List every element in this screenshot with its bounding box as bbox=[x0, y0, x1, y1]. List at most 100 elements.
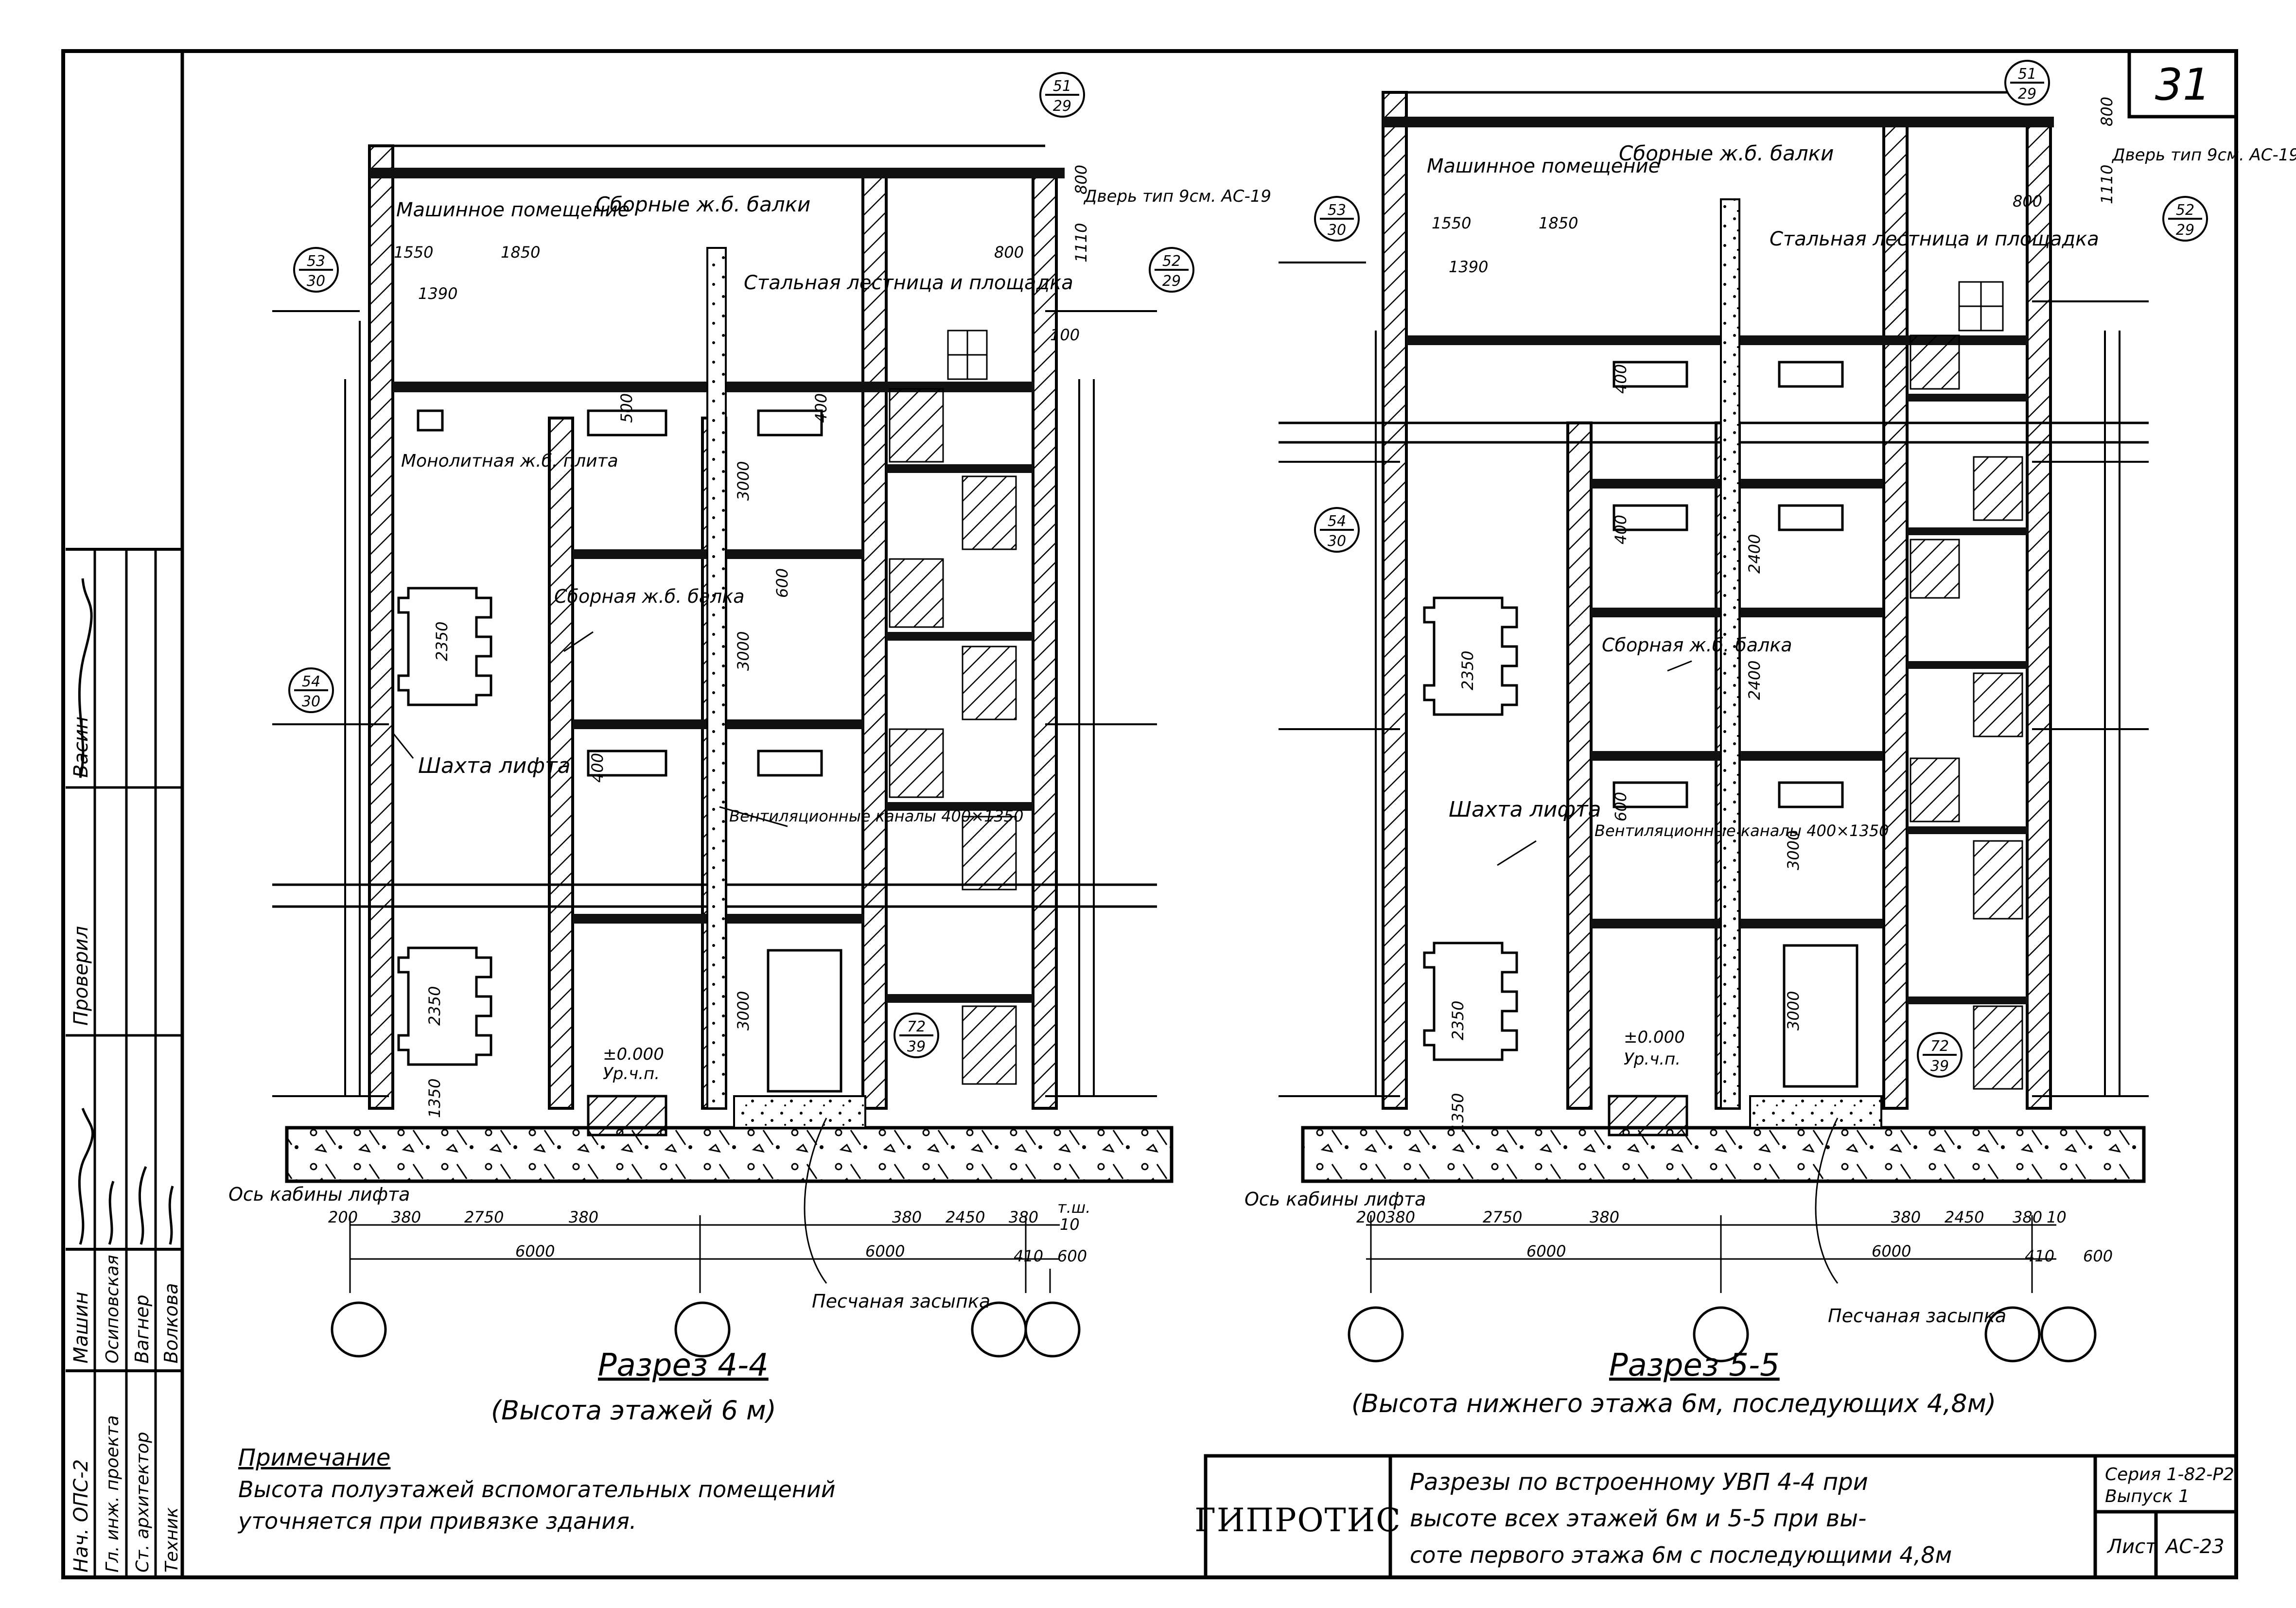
stair-flights bbox=[889, 330, 1017, 1085]
b-stair-slab-5 bbox=[1907, 996, 2029, 1004]
b-stair-flights bbox=[1910, 281, 2023, 1090]
dim-lines-bottom bbox=[349, 1215, 1060, 1293]
pit bbox=[587, 1095, 667, 1136]
b-level: ±0.000 bbox=[1624, 1028, 1685, 1047]
b-dim-lines-bottom bbox=[1366, 1215, 2056, 1293]
a-dim-2750: 2750 bbox=[464, 1208, 504, 1226]
wall-shaft-right bbox=[548, 417, 574, 1110]
b-vent-channel bbox=[1720, 198, 1740, 1109]
floor-slab-stair-2 bbox=[886, 632, 1033, 641]
a-dims: 1550 1850 1390 800 800 1110 100 3000 300… bbox=[328, 165, 1090, 1265]
b-dim-3000a: 3000 bbox=[1784, 831, 1803, 870]
b-dim-3000b: 3000 bbox=[1784, 991, 1803, 1031]
a-beams: Сборные ж.б. балки bbox=[596, 192, 810, 216]
organization-logo: ГИПРОТИС bbox=[1194, 1502, 1401, 1539]
stamp-name-1: Машин bbox=[70, 1292, 92, 1363]
title-line-3: соте первого этажа 6м с последующими 4,8… bbox=[1410, 1542, 1952, 1568]
a-dim-3000c: 3000 bbox=[734, 991, 753, 1031]
a-level: ±0.000 bbox=[603, 1045, 664, 1064]
a-dim-1390: 1390 bbox=[418, 284, 457, 303]
a-dim-2450: 2450 bbox=[946, 1208, 985, 1226]
ref-b-4b: 30 bbox=[1328, 533, 1346, 550]
ref-b-1: 51 bbox=[2018, 66, 2036, 83]
a-dim-10: 10 bbox=[1060, 1215, 1080, 1234]
a-door: Дверь тип 9см. АС-19 bbox=[1083, 187, 1271, 206]
b-dim-6000b: 6000 bbox=[1872, 1242, 1911, 1260]
stamp-role-3: Ст. архитектор bbox=[133, 1432, 153, 1573]
ref-a-4: 54 bbox=[302, 673, 320, 690]
a-dim-380a: 380 bbox=[391, 1208, 421, 1226]
stamp-name-3: Вагнер bbox=[131, 1294, 153, 1363]
b-foundation bbox=[1301, 1126, 2146, 1183]
b-dim-1850: 1850 bbox=[1539, 214, 1578, 232]
section-5-5 bbox=[1279, 60, 2208, 1363]
sheet-number: 31 bbox=[2155, 59, 2211, 110]
b-title: Разрез 5-5 bbox=[1609, 1347, 1780, 1383]
b-wall-stair-left bbox=[1882, 120, 1909, 1110]
b-wall-outer-right bbox=[2026, 120, 2052, 1110]
ref-a-5b: 39 bbox=[907, 1038, 926, 1055]
a-sand: Песчаная засыпка bbox=[812, 1291, 990, 1312]
foundation bbox=[285, 1126, 1174, 1183]
b-dim-380b: 380 bbox=[1590, 1208, 1619, 1226]
ref-a-1: 51 bbox=[1053, 78, 1071, 95]
leaders bbox=[393, 631, 827, 1284]
b-axis-markers bbox=[1348, 1306, 2097, 1363]
b-dim-2400b: 2400 bbox=[1745, 661, 1764, 700]
a-dim-1550: 1550 bbox=[394, 243, 433, 262]
stamp-role-2: Гл. инж. проекта bbox=[103, 1415, 123, 1573]
a-precast: Сборная ж.б. балка bbox=[554, 586, 745, 607]
b-dim-1350: 1350 bbox=[1449, 1093, 1467, 1133]
b-ref-bubbles bbox=[1314, 60, 2208, 1078]
b-dim-400a: 400 bbox=[1612, 364, 1630, 394]
ref-b-2: 53 bbox=[1328, 202, 1346, 219]
b-wall-openings bbox=[1612, 361, 1844, 808]
ref-a-3b: 29 bbox=[1162, 273, 1181, 290]
b-stair-slab-4 bbox=[1907, 826, 2029, 834]
ref-bubbles bbox=[288, 72, 1194, 1058]
section-4-4 bbox=[272, 72, 1194, 1358]
signatures bbox=[78, 578, 174, 1245]
a-monolith: Монолитная ж.б. плита bbox=[401, 451, 618, 471]
a-title: Разрез 4-4 bbox=[598, 1347, 769, 1383]
sheet-frame bbox=[61, 49, 2238, 1579]
a-dim-6000a: 6000 bbox=[515, 1242, 555, 1260]
b-level-note: Ур.ч.п. bbox=[1624, 1049, 1681, 1069]
ref-b-5: 72 bbox=[1930, 1038, 1949, 1055]
b-cabin-axis: Ось кабины лифта bbox=[1244, 1189, 1426, 1210]
b-dim-2350a: 2350 bbox=[1458, 651, 1477, 690]
b-dim-800b: 800 bbox=[2098, 97, 2116, 126]
stamp-name-2: Осиповская bbox=[103, 1255, 123, 1363]
floor-slab-stair-3 bbox=[886, 802, 1033, 811]
ref-b-3: 52 bbox=[2176, 202, 2194, 219]
b-vent: Вентиляционные каналы 400×1350 bbox=[1595, 821, 1889, 840]
a-dim-1110: 1110 bbox=[1072, 223, 1090, 262]
a-machine-room: Машинное помещение bbox=[396, 199, 630, 221]
a-stair: Стальная лестница и площадка bbox=[744, 272, 1073, 294]
wall-outer-left bbox=[368, 144, 394, 1110]
b-dim-380a: 380 bbox=[1385, 1208, 1415, 1226]
note-line-2: уточняется при привязке здания. bbox=[237, 1508, 636, 1534]
b-sand-fill bbox=[1749, 1095, 1882, 1129]
sheet-code: АС-23 bbox=[2164, 1536, 2225, 1558]
ref-b-4: 54 bbox=[1328, 513, 1346, 530]
a-dim-1850: 1850 bbox=[501, 243, 540, 262]
a-dim-2350b: 2350 bbox=[425, 986, 444, 1026]
b-wall-outer-left bbox=[1382, 91, 1408, 1110]
b-dim-400b: 400 bbox=[1612, 515, 1630, 544]
ref-b-2b: 30 bbox=[1328, 222, 1346, 239]
b-door: Дверь тип 9см. АС-19 bbox=[2111, 145, 2296, 165]
roof-slab bbox=[369, 168, 1065, 178]
ref-b-5b: 39 bbox=[1930, 1058, 1949, 1075]
a-level-note: Ур.ч.п. bbox=[603, 1064, 660, 1084]
b-beams: Сборные ж.б. балки bbox=[1619, 141, 1834, 165]
b-dim-2450: 2450 bbox=[1945, 1208, 1984, 1226]
b-roof-slab bbox=[1383, 117, 2054, 127]
floor-slab-stair-1 bbox=[886, 464, 1033, 473]
b-dim-2400a: 2400 bbox=[1745, 534, 1764, 574]
b-stair-slab-3 bbox=[1907, 661, 2029, 669]
b-precast: Сборная ж.б. балка bbox=[1602, 634, 1792, 656]
ref-b-1b: 29 bbox=[2018, 86, 2036, 103]
sheet-label: Лист bbox=[2106, 1536, 2157, 1558]
